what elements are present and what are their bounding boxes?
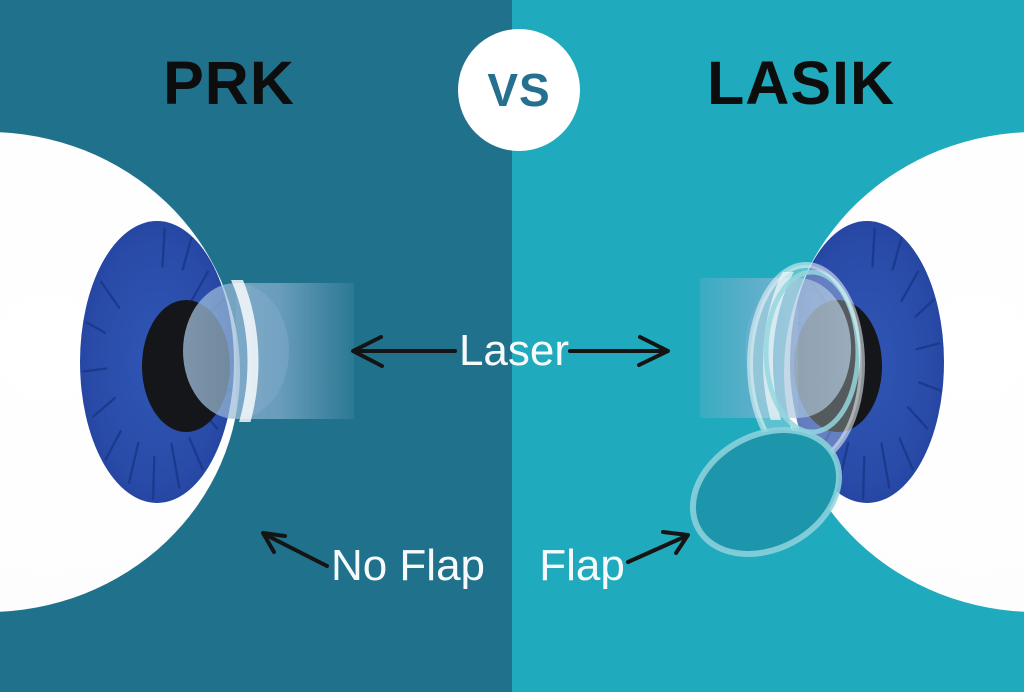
arrow-no-flap (261, 531, 329, 568)
laser-beam-left (183, 283, 354, 419)
flap-label: Flap (539, 541, 625, 590)
arrow-laser-left (351, 335, 457, 368)
prk-title: PRK (163, 49, 295, 117)
arrow-laser-right (568, 335, 670, 367)
vs-label: VS (487, 64, 551, 116)
annotation-arrows (261, 335, 690, 568)
lasik-title: LASIK (707, 49, 895, 117)
lifted-flap-ring (763, 269, 861, 435)
right-eye-illustration (689, 132, 1024, 612)
laser-label: Laser (458, 326, 570, 375)
vs-badge: VS (458, 29, 580, 151)
arrow-flap (626, 530, 690, 564)
left-cornea-outline (230, 280, 259, 422)
no-flap-label: No Flap (330, 541, 486, 590)
left-eye-illustration (0, 132, 354, 612)
detached-corneal-flap (689, 427, 843, 557)
